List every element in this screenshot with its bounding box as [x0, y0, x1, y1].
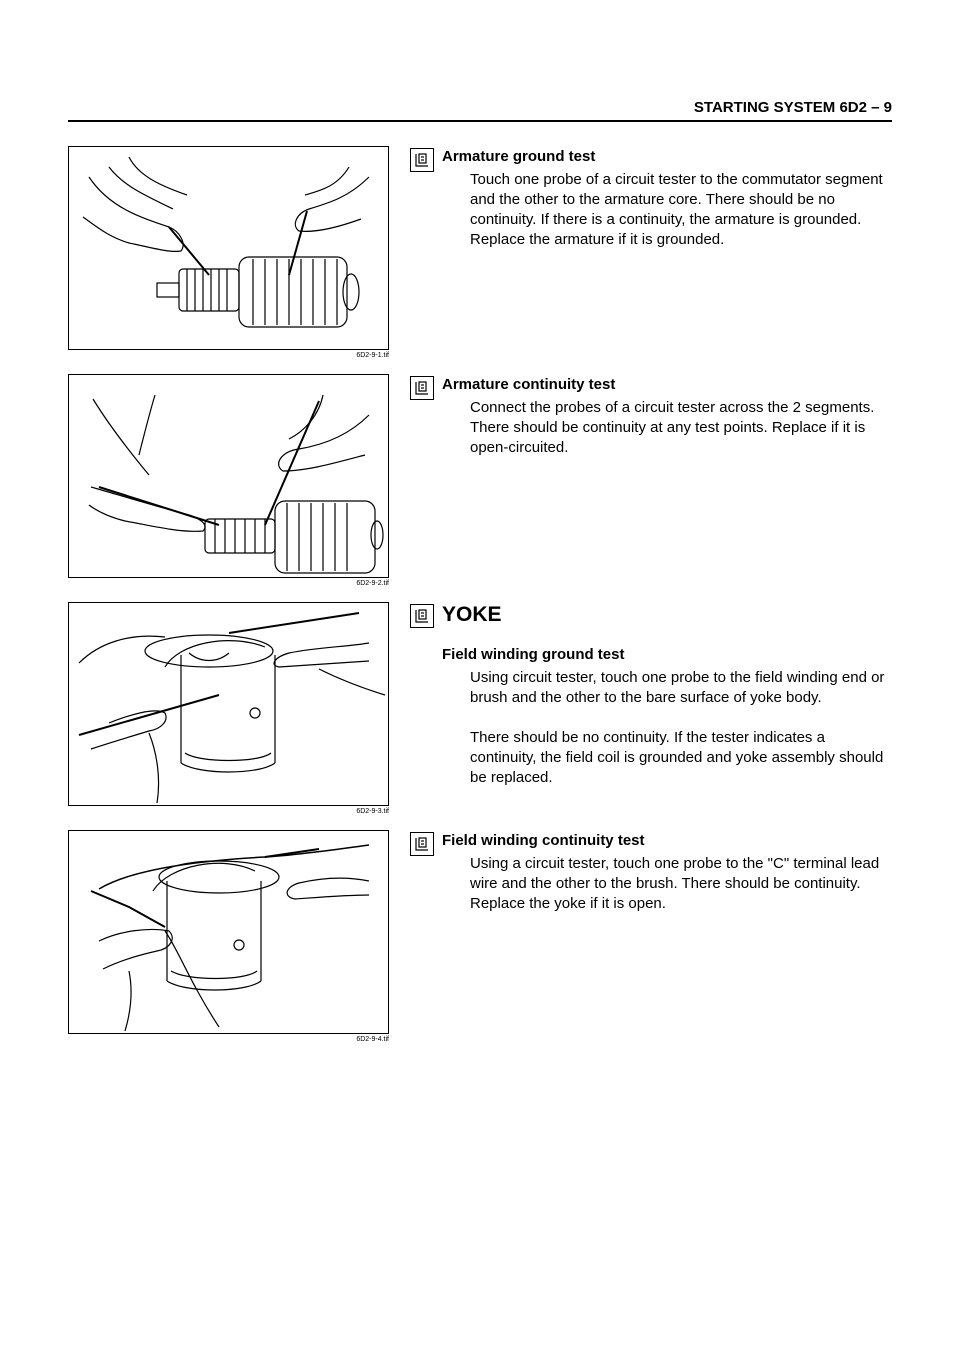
- procedure-icon: [410, 376, 434, 400]
- figure-armature-continuity-test: [68, 374, 389, 578]
- section-title-yoke: YOKE: [442, 603, 502, 626]
- figure-caption: 6D2-9-1.tif: [356, 352, 389, 359]
- procedure-icon: [410, 604, 434, 628]
- figure-field-winding-continuity-test: [68, 830, 389, 1034]
- procedure-icon: [410, 832, 434, 856]
- armature-continuity-test-illustration: [88, 394, 384, 574]
- figure-caption: 6D2-9-3.tif: [356, 808, 389, 815]
- figure-caption: 6D2-9-4.tif: [356, 1036, 389, 1043]
- step-text: Touch one probe of a circuit tester to t…: [470, 171, 883, 248]
- step-text: Using circuit tester, touch one probe to…: [470, 669, 885, 706]
- figure-field-winding-ground-test: [68, 602, 389, 806]
- step-title-armature-ground-test: Armature ground test: [442, 148, 596, 165]
- page-header: STARTING SYSTEM 6D2 – 9: [0, 0, 960, 130]
- figure-armature-ground-test: [68, 146, 389, 350]
- step-title-field-winding-continuity-test: Field winding continuity test: [442, 832, 645, 849]
- header-rule: [68, 120, 892, 122]
- step-text: There should be no continuity. If the te…: [470, 729, 884, 786]
- field-winding-ground-test-illustration: [78, 612, 386, 804]
- step-title-armature-continuity-test: Armature continuity test: [442, 376, 616, 393]
- field-winding-continuity-test-illustration: [90, 844, 370, 1032]
- step-title-field-winding-ground-test: Field winding ground test: [442, 646, 625, 663]
- step-text: Using a circuit tester, touch one probe …: [470, 855, 880, 912]
- page-title: STARTING SYSTEM 6D2 – 9: [693, 99, 892, 116]
- armature-ground-test-illustration: [82, 156, 370, 328]
- procedure-icon: [410, 148, 434, 172]
- figure-caption: 6D2-9-2.tif: [356, 580, 389, 587]
- step-text: Connect the probes of a circuit tester a…: [470, 399, 875, 456]
